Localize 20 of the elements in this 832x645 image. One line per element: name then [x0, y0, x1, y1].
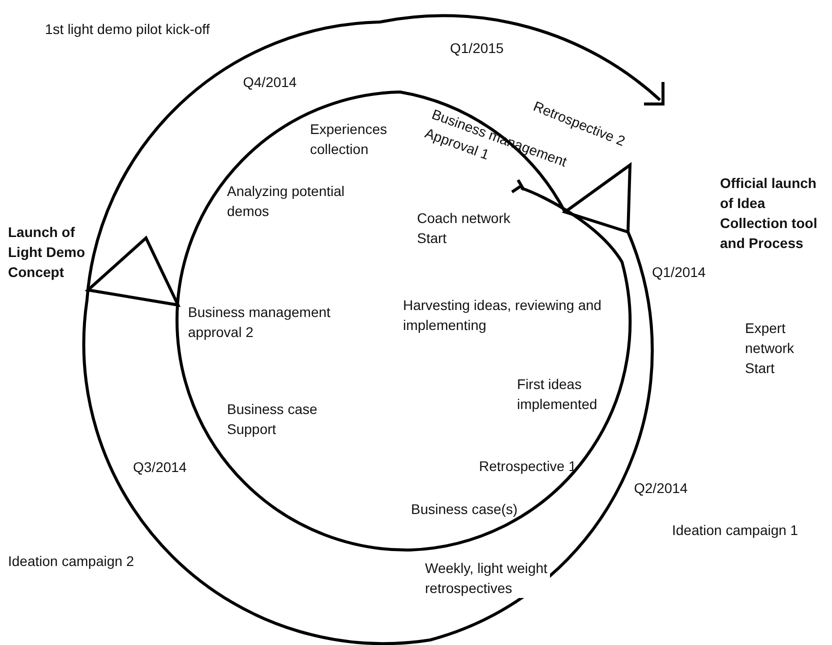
quarter-label: Q4/2014	[243, 73, 298, 92]
campaign-label: Ideation campaign 2	[8, 552, 136, 571]
campaign-label: Ideation campaign 1	[672, 521, 800, 540]
activity-label: Business management approval 2	[188, 303, 332, 342]
activity-label: Coach network Start	[417, 209, 512, 248]
quarter-label: Q2/2014	[634, 479, 689, 498]
milestone-label: Retrospective 1	[479, 457, 578, 476]
milestone-label: 1st light demo pilot kick-off	[45, 20, 211, 39]
quarter-label: Q3/2014	[133, 458, 188, 477]
activity-label: First ideas implemented	[517, 375, 598, 414]
activity-label: Harvesting ideas, reviewing and implementing	[403, 296, 602, 335]
quarter-label: Q1/2015	[450, 39, 505, 58]
quarter-label: Q1/2014	[652, 263, 707, 282]
activity-label: Analyzing potential demos	[227, 182, 346, 221]
activity-label: Experiences collection	[310, 120, 388, 159]
activity-label: Expert network Start	[745, 319, 796, 378]
activity-label: Business case(s)	[411, 500, 519, 519]
launch-label: Launch of Light Demo Concept	[8, 223, 86, 282]
activity-label: Business case Support	[227, 400, 318, 439]
launch-label: Official launch of Idea Collection tool and Process	[720, 174, 818, 253]
